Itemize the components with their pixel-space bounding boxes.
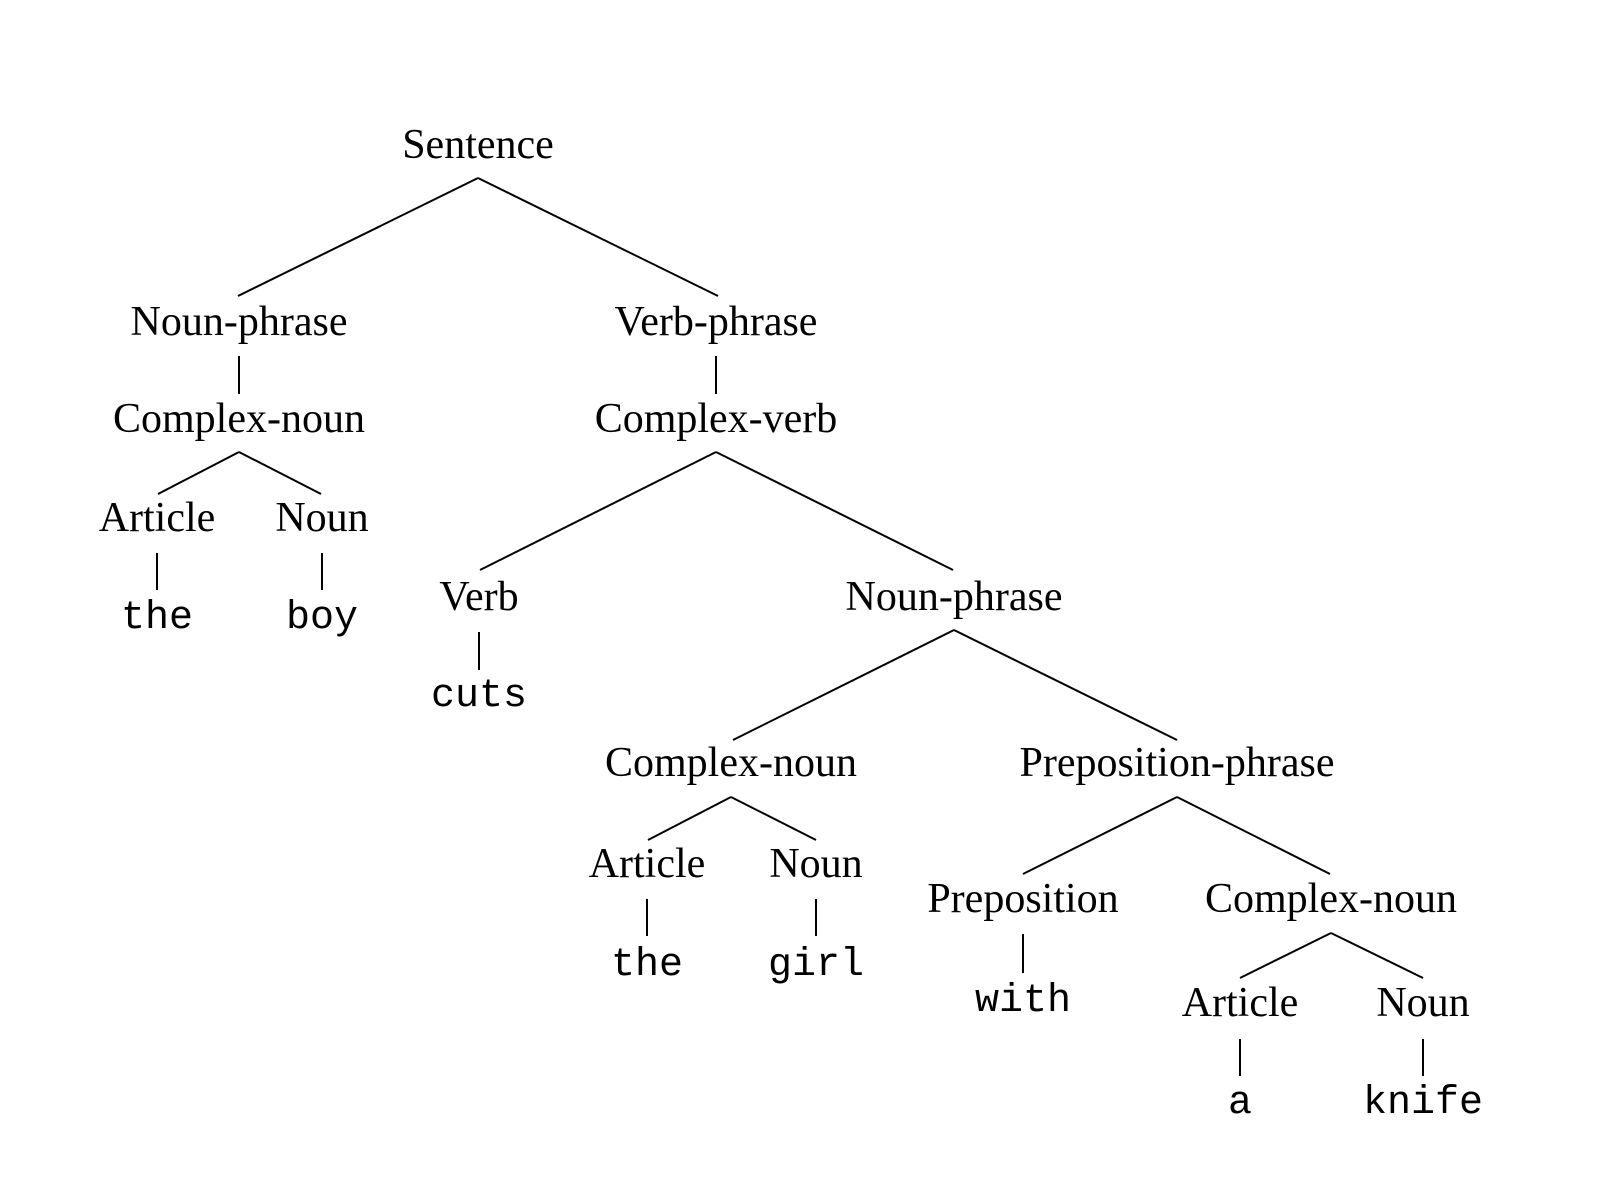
edge-np2-pp [953, 629, 1178, 741]
edge-cv-np2 [715, 451, 954, 571]
leaf-a: a [1228, 1081, 1252, 1126]
node-noun-3: Noun [1376, 980, 1469, 1026]
node-article: Article [99, 495, 216, 541]
edge-sentence-np [237, 177, 479, 297]
edge-pp-prep [1022, 796, 1178, 875]
edge-np2-cn2 [732, 629, 955, 741]
node-complex-noun-3: Complex-noun [1205, 876, 1457, 922]
node-article-3: Article [1182, 980, 1299, 1026]
leaf-the-2: the [611, 943, 683, 988]
edge-cn2-article [647, 796, 732, 841]
edge-cn1-article [157, 451, 240, 495]
node-complex-verb: Complex-verb [595, 396, 838, 442]
tree-leaves: the boy cuts the girl with a knife [121, 596, 1483, 1126]
node-verb-phrase: Verb-phrase [615, 299, 818, 345]
leaf-with: with [975, 979, 1071, 1024]
node-sentence: Sentence [402, 122, 554, 168]
leaf-knife: knife [1363, 1081, 1483, 1126]
edge-cn2-noun [730, 796, 817, 841]
node-verb: Verb [439, 574, 518, 620]
edge-cn3-article [1239, 932, 1332, 979]
node-article-2: Article [589, 841, 706, 887]
node-complex-noun-2: Complex-noun [605, 740, 857, 786]
leaf-girl: girl [768, 943, 864, 988]
edge-cn3-noun [1330, 932, 1424, 979]
node-noun-phrase: Noun-phrase [131, 299, 348, 345]
node-preposition-phrase: Preposition-phrase [1020, 740, 1335, 786]
leaf-the: the [121, 596, 193, 641]
node-noun-phrase-2: Noun-phrase [846, 574, 1063, 620]
tree-nodes: Sentence Noun-phrase Verb-phrase Complex… [99, 122, 1470, 1026]
tree-edges [156, 177, 1424, 1076]
edge-pp-cn3 [1176, 796, 1331, 875]
edge-cn1-noun [238, 451, 322, 495]
node-noun-2: Noun [769, 841, 862, 887]
edge-cv-verb [479, 451, 717, 571]
node-noun: Noun [275, 495, 368, 541]
leaf-boy: boy [286, 596, 358, 641]
node-preposition: Preposition [927, 876, 1118, 922]
leaf-cuts: cuts [431, 674, 527, 719]
edge-sentence-vp [477, 177, 719, 297]
node-complex-noun: Complex-noun [113, 396, 365, 442]
